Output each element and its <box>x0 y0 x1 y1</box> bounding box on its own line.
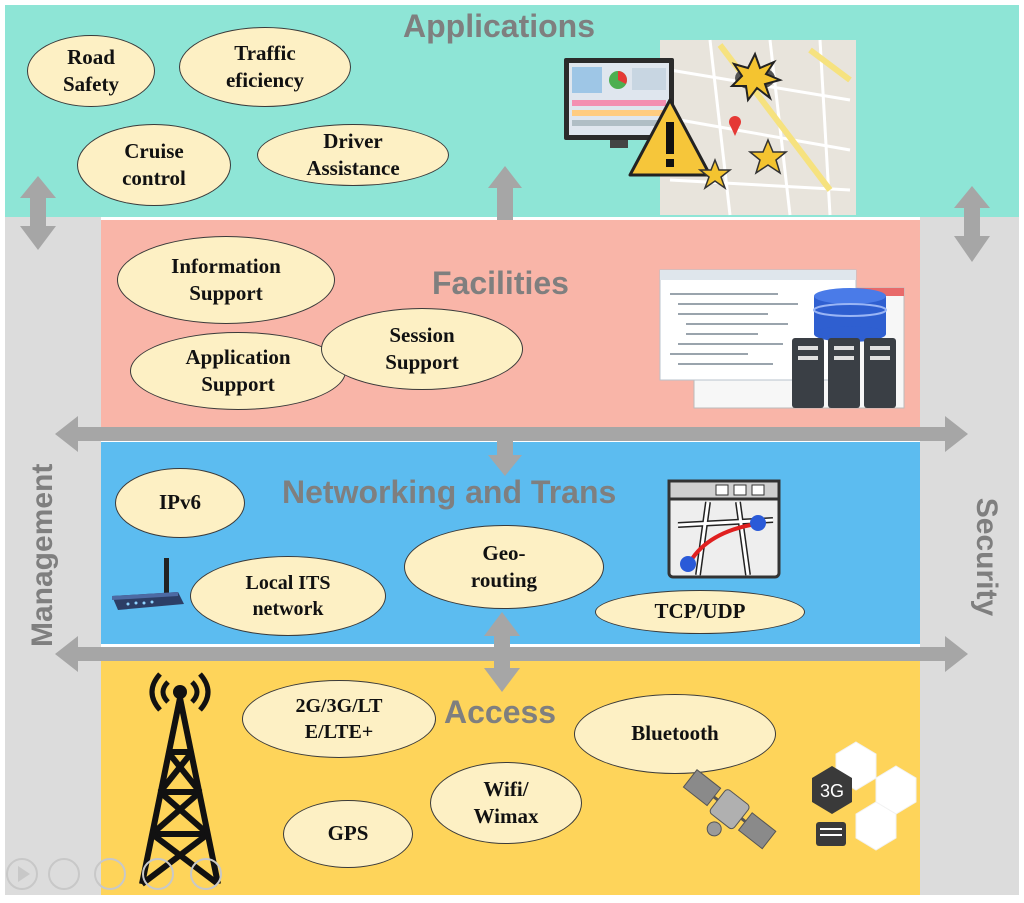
facilities-title: Facilities <box>432 265 569 301</box>
down-arrow-networking <box>488 441 522 476</box>
cellular-ellipse: 2G/3G/LT E/LTE+ <box>242 680 436 758</box>
3g-badge-icon: 3G <box>812 741 917 851</box>
geo-routing-ellipse: Geo- routing <box>404 525 604 609</box>
road-safety-ellipse: Road Safety <box>27 35 155 107</box>
gps-ellipse: GPS <box>283 800 413 868</box>
routing-window-icon <box>667 479 781 579</box>
star-icon <box>697 138 789 190</box>
information-support-ellipse: Information Support <box>117 236 335 324</box>
more-icon <box>190 858 222 890</box>
ipv6-ellipse: IPv6 <box>115 468 245 538</box>
left-double-arrow <box>20 176 56 250</box>
horizontal-arrow-bottom <box>55 636 968 672</box>
monitor-icon <box>564 58 674 148</box>
networking-access-double-arrow <box>484 612 520 692</box>
horizontal-arrow-top <box>55 416 968 452</box>
map-pin-icon <box>729 116 741 136</box>
database-icon <box>813 288 887 342</box>
cell-tower-icon <box>139 672 221 887</box>
3g-label: 3G <box>820 781 844 801</box>
play-icon <box>6 858 38 890</box>
wifi-wimax-ellipse: Wifi/ Wimax <box>430 762 582 844</box>
session-support-ellipse: Session Support <box>321 308 523 390</box>
traffic-efficiency-ellipse: Traffic eficiency <box>179 27 351 107</box>
pen-icon <box>48 858 80 890</box>
weather-icon <box>729 51 784 103</box>
applications-title: Applications <box>403 8 596 44</box>
slides-icon <box>94 858 126 890</box>
satellite-icon <box>682 769 777 850</box>
zoom-icon <box>142 858 174 890</box>
right-double-arrow <box>954 186 990 262</box>
warning-icon <box>628 98 712 177</box>
application-support-ellipse: Application Support <box>130 332 346 410</box>
bluetooth-ellipse: Bluetooth <box>574 694 776 774</box>
presentation-toolbar <box>6 858 222 890</box>
local-its-network-ellipse: Local ITS network <box>190 556 386 636</box>
access-title: Access <box>444 694 557 730</box>
map-illustration <box>564 39 856 216</box>
server-rack-icon <box>792 338 896 408</box>
cruise-control-ellipse: Cruise control <box>77 124 231 206</box>
driver-assistance-ellipse: Driver Assistance <box>257 124 449 186</box>
networking-title: Networking and Trans <box>282 474 617 510</box>
security-column <box>920 215 1019 895</box>
management-column <box>5 215 101 895</box>
up-arrow-applications <box>488 166 522 220</box>
server-illustration <box>659 269 905 409</box>
router-icon <box>112 558 184 610</box>
tcp-udp-ellipse: TCP/UDP <box>595 590 805 634</box>
